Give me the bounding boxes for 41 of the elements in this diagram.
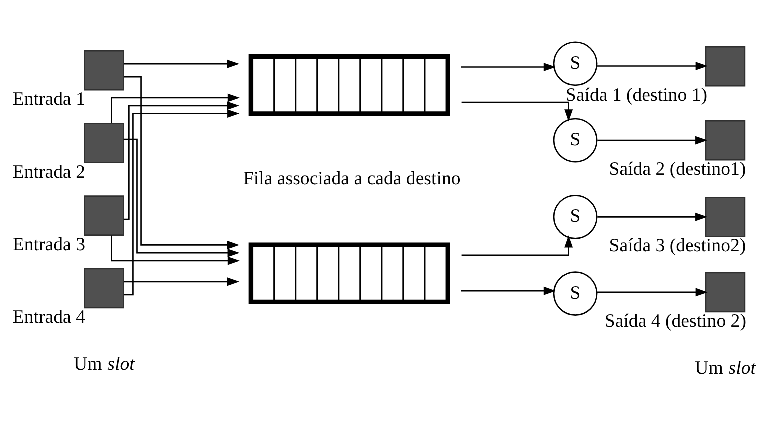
- arrow: [124, 277, 240, 286]
- arrow: [124, 59, 240, 68]
- node-box: [705, 196, 746, 237]
- arrow: [124, 109, 240, 296]
- arrow: [461, 62, 556, 71]
- arrow: [461, 286, 556, 295]
- arrow: [462, 235, 574, 256]
- node-box: [705, 46, 746, 86]
- arrow: [124, 101, 240, 220]
- node-box: [84, 268, 124, 308]
- node-label: Saída 1 (destino 1): [566, 84, 708, 106]
- arrow: [598, 136, 708, 144]
- node-box: [84, 122, 124, 163]
- node-circle: S: [553, 271, 598, 316]
- arrow: [124, 76, 240, 249]
- node-label: Entrada 2: [12, 161, 86, 182]
- label: Um slot: [74, 354, 135, 375]
- arrow: [462, 101, 574, 122]
- node-label: Entrada 4: [12, 306, 86, 328]
- node-box: [84, 195, 124, 236]
- arrow: [124, 138, 240, 257]
- node-circle: S: [553, 194, 598, 239]
- node-box: [84, 50, 124, 90]
- node-circle: S: [553, 41, 598, 86]
- arrow: [598, 212, 708, 221]
- label: Fila associada a cada destino: [243, 168, 461, 189]
- node-circle: S: [553, 118, 598, 162]
- node-label: Saída 3 (destino2): [609, 235, 746, 256]
- node-box: [705, 120, 746, 160]
- node-label: Saída 4 (destino 2): [604, 310, 746, 332]
- arrow: [111, 235, 240, 265]
- arrow: [111, 93, 240, 123]
- arrow: [597, 288, 708, 296]
- node-label: Entrada 3: [12, 234, 86, 255]
- node-box: [248, 242, 450, 304]
- arrow: [597, 62, 708, 70]
- node-box: [705, 272, 746, 312]
- node-label: Entrada 1: [12, 88, 86, 110]
- node-label: Saída 2 (destino1): [609, 158, 746, 180]
- label: Um slot: [695, 358, 756, 379]
- node-box: [248, 54, 450, 116]
